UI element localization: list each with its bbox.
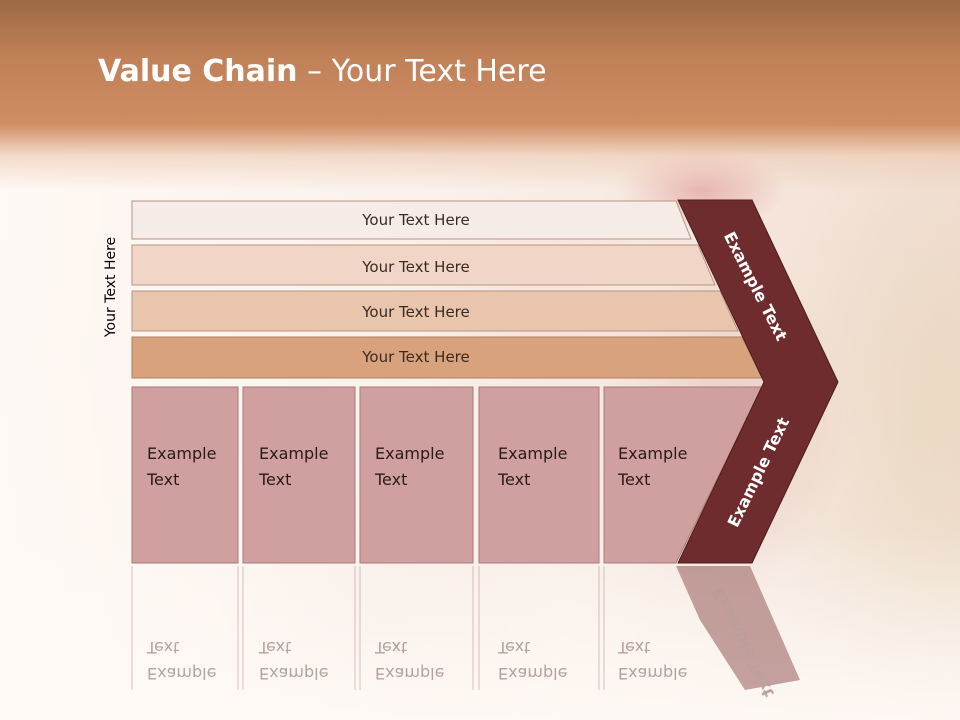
box-3-reflection-line2: Text xyxy=(374,638,407,657)
box-5-reflection-line1: Example xyxy=(618,664,687,683)
box-4-reflection-line1: Example xyxy=(498,664,567,683)
box-1-reflection-line2: Text xyxy=(146,638,179,657)
box-1 xyxy=(131,386,239,564)
box-4-line1: Example xyxy=(498,444,567,463)
box-5-reflection-line2: Text xyxy=(617,638,650,657)
box-3-line2: Text xyxy=(374,470,407,489)
box-5-line1: Example xyxy=(618,444,687,463)
title-bold: Value Chain xyxy=(98,54,298,89)
box-2-line2: Text xyxy=(258,470,291,489)
reflection: Example Text Text Example Text Example T… xyxy=(131,566,800,701)
box-1-reflection-line1: Example xyxy=(147,664,216,683)
bar-3-label: Your Text Here xyxy=(361,303,469,321)
bar-2 xyxy=(131,244,716,286)
title-rest: – Your Text Here xyxy=(297,54,547,89)
box-2-reflection-line2: Text xyxy=(258,638,291,657)
box-1-line1: Example xyxy=(147,444,216,463)
box-3-line1: Example xyxy=(375,444,444,463)
box-4-reflection-line2: Text xyxy=(497,638,530,657)
chevron-arrow xyxy=(677,199,839,564)
box-1-line2: Text xyxy=(146,470,179,489)
bar-4-label: Your Text Here xyxy=(361,348,469,366)
bar-1-label: Your Text Here xyxy=(361,211,469,229)
box-3-reflection-line1: Example xyxy=(375,664,444,683)
box-4-line2: Text xyxy=(497,470,530,489)
box-2-reflection-line1: Example xyxy=(259,664,328,683)
bar-3 xyxy=(131,290,739,332)
box-3 xyxy=(359,386,474,564)
box-2 xyxy=(242,386,356,564)
bar-1 xyxy=(131,200,692,240)
box-5-line2: Text xyxy=(617,470,650,489)
chevron-reflection xyxy=(676,566,800,690)
bar-2-label: Your Text Here xyxy=(361,258,469,276)
box-2-line1: Example xyxy=(259,444,328,463)
box-5 xyxy=(603,386,763,564)
slide-title: Value Chain – Your Text Here xyxy=(98,54,547,89)
box-4 xyxy=(478,386,600,564)
header-band xyxy=(0,0,960,190)
